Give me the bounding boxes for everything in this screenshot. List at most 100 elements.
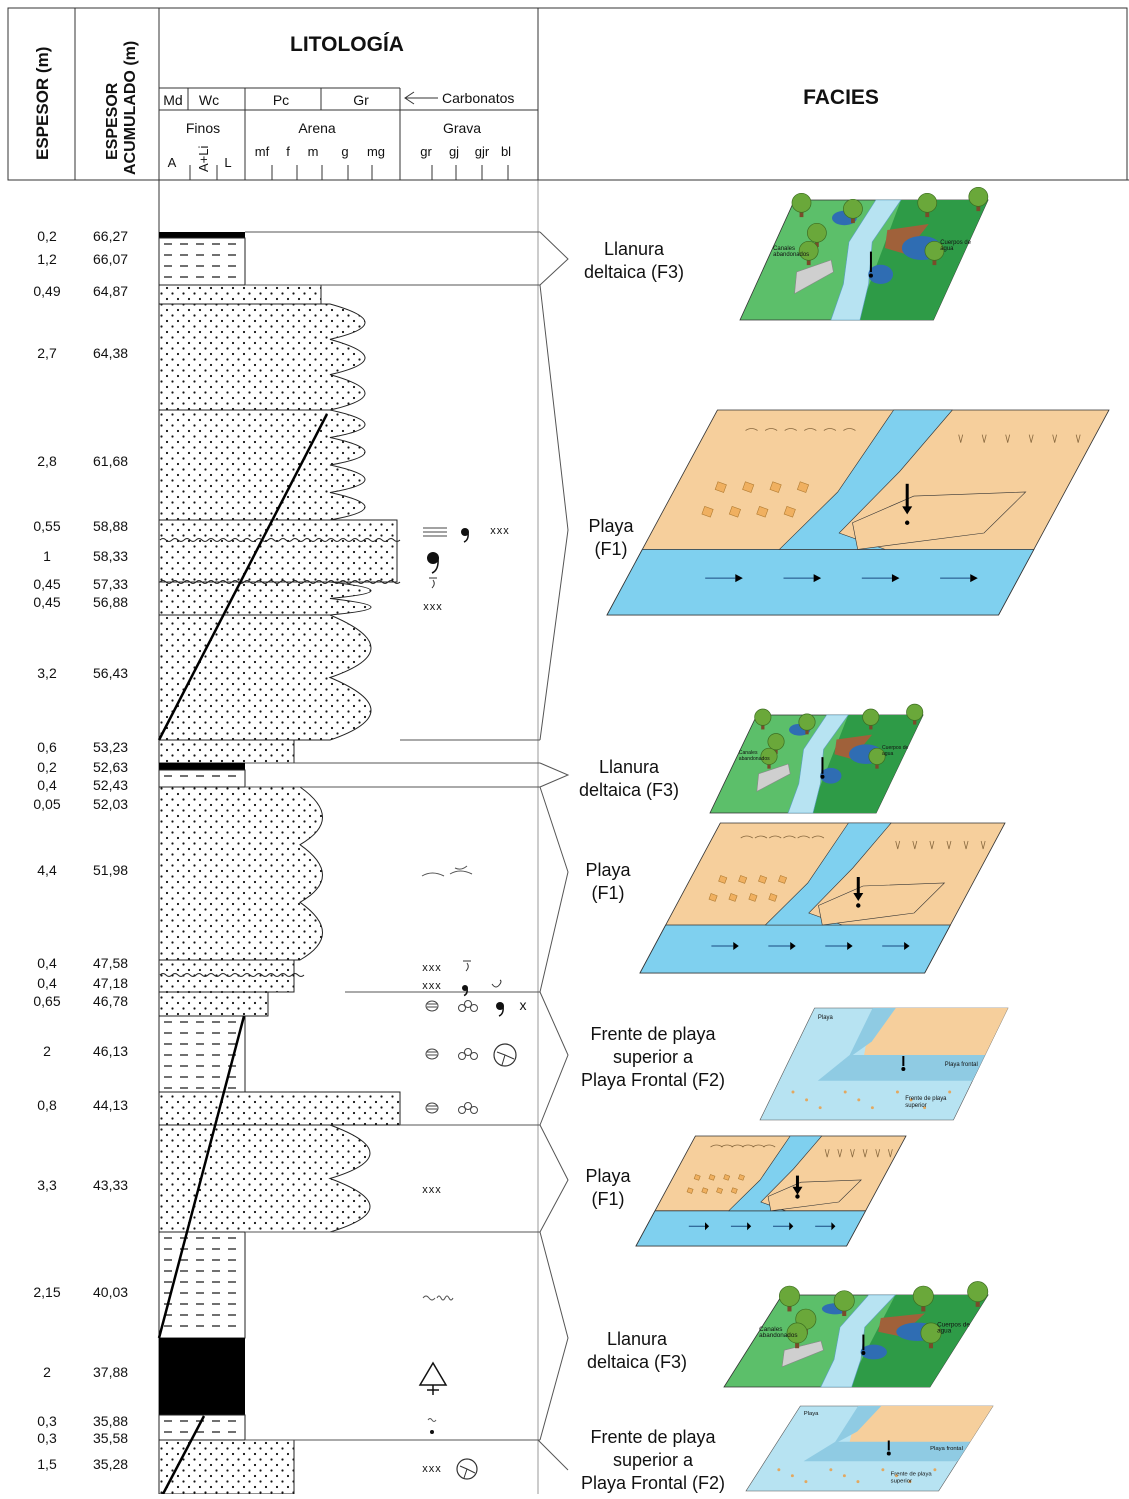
tree-crown [868,747,886,765]
acumulado-value: 52,43 [93,777,128,793]
bracket-playa [539,284,569,741]
ooid-symbol [470,1052,478,1060]
facies-label-line: Playa Frontal (F2) [581,1070,725,1090]
label-frente-1: Frente de playa [905,1096,947,1102]
sand-bed [158,284,322,305]
nodule-symbol-lines [496,1051,515,1066]
espesor-value: 0,6 [37,739,57,755]
grass-mark [850,1149,855,1158]
sand-bed [158,739,295,764]
gravel-grain [909,1098,913,1102]
label-playa-frontal: Playa frontal [945,1062,978,1068]
espesor-acumulado-heading-1: ESPESOR [104,82,121,160]
plant-symbol [418,1361,448,1386]
grava-sub-gjr: gjr [475,144,490,159]
label-canales-1: Canales [759,1326,782,1333]
gravel-grain [843,1090,847,1094]
location-dot [904,520,910,525]
playa-diagram-1 [606,409,1110,616]
abandoned-channel [794,259,834,295]
nodule-symbol-lines [459,1465,476,1479]
pebble [686,1187,694,1194]
label-playa-frontal: Playa frontal [930,1446,963,1452]
ooid-symbol [464,1048,472,1056]
current-arrow [735,574,743,583]
beach-sand [849,1406,993,1445]
arena-sub-f: f [286,144,290,159]
burrow-symbol [496,1002,504,1010]
current-arrow [813,574,822,583]
tree-crown [754,708,772,726]
gravel-grain [804,1480,808,1484]
burrow-symbol [427,552,439,564]
pebble [748,893,758,902]
gravel-grain [818,1106,822,1110]
carb-col-md: Md [163,92,182,108]
sand-lobes-bed [158,1124,371,1233]
shell-ribs [427,1051,437,1056]
trace-symbol [463,960,471,972]
gravel-grain [908,1480,912,1484]
bracket-llanura [539,1231,569,1441]
gravel-grain [933,1468,937,1472]
current-arrow [970,574,978,583]
gravel-grain [894,1474,898,1478]
label-cuerpos-1: Cuerpos de [937,1321,970,1328]
espesor-value: 0,45 [33,594,60,610]
bracket-frente [539,991,569,1126]
river-channel [830,199,902,321]
facies-label-line: Playa [585,1166,631,1186]
espesor-heading: ESPESOR (m) [33,47,52,160]
facies-label-line: superior a [613,1047,694,1067]
tree-crown [833,1290,855,1312]
grass-mark [1005,434,1011,443]
tree-crown [912,1285,934,1307]
pebble [708,1174,716,1181]
water-body [820,767,842,784]
location-dot [861,1350,866,1355]
espesor-value: 0,8 [37,1097,57,1113]
gravel-grain [948,1090,952,1094]
playa-diagram-2 [639,822,1006,974]
mud-patch [834,734,873,760]
acumulado-value: 47,58 [93,955,128,971]
cross-bedding-symbol: xxx [490,525,510,537]
facies-label-line: Frente de playa [590,1024,716,1044]
pebble [758,875,768,884]
espesor-value: 3,3 [37,1177,57,1193]
acumulado-value: 58,88 [93,518,128,534]
gravel-grain [842,1474,846,1478]
coal-bed [159,763,245,770]
current-arrow [790,942,796,950]
dune-mark [797,835,810,839]
current-arrow [891,574,900,583]
acumulado-value: 64,87 [93,283,128,299]
label-playa: Playa [804,1411,819,1417]
arena-sub-mf: mf [255,144,270,159]
grass-mark [824,1149,830,1158]
bracket-llanura [539,762,570,788]
nodule-symbol [456,1458,478,1480]
grass-mark [980,840,986,850]
gravel-grain [805,1098,809,1102]
acumulado-value: 57,33 [93,576,128,592]
acumulado-value: 56,88 [93,594,128,610]
grass-mark [981,434,987,443]
dune-mark [745,428,758,431]
shell-ribs [427,1003,437,1008]
dune-mark [768,835,782,839]
espesor-value: 0,45 [33,576,60,592]
acumulado-value: 61,68 [93,453,128,469]
grass-mark [862,1149,868,1158]
grava-sub-gj: gj [449,144,459,159]
mud-patch [878,1313,925,1337]
espesor-value: 0,65 [33,993,60,1009]
finos-sub-a: A [168,155,177,170]
espesor-value: 1 [43,548,51,564]
acumulado-value: 44,13 [93,1097,128,1113]
gravel-grain [870,1106,874,1110]
tree-crown [791,192,812,213]
pebble [716,1187,723,1194]
